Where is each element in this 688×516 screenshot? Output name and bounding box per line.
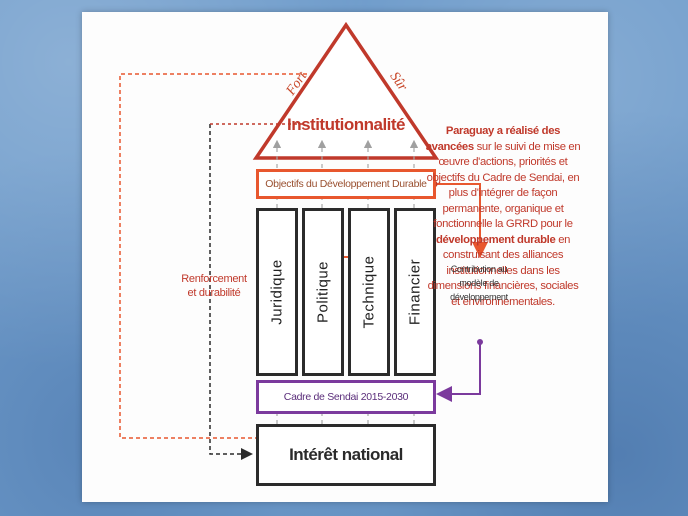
pillar-financier-label: Financier xyxy=(406,258,424,326)
outer-loop-line xyxy=(119,73,307,439)
inner-loop-line xyxy=(209,124,253,460)
reinforcement-line-1: Renforcement xyxy=(181,273,247,285)
contribution-label: Contribution au modèle de développement xyxy=(444,262,514,304)
reinforcement-label: Renforcement et durabilité xyxy=(174,272,254,300)
roof-triangle xyxy=(252,21,440,160)
side-paragraph-dev: développement durable xyxy=(435,233,556,246)
odd-connector-line xyxy=(434,183,488,258)
side-paragraph-part2: en construisant des alliances institutio… xyxy=(427,233,579,308)
foundation-box: Intérêt national xyxy=(256,424,436,486)
pillar-politique: Politique xyxy=(302,208,344,376)
pillar-technique: Technique xyxy=(348,208,390,376)
pillar-politique-label: Politique xyxy=(314,260,332,324)
roof-title: Institutionnalité xyxy=(286,115,406,134)
reinforcement-line-2: et durabilité xyxy=(187,287,241,299)
pillar-financier: Financier xyxy=(394,208,436,376)
sendai-box: Cadre de Sendai 2015-2030 xyxy=(256,380,436,414)
pillar-technique-label: Technique xyxy=(360,255,378,329)
odd-box: Objectifs du Développement Durable xyxy=(256,169,436,199)
contribution-line-2: modèle de xyxy=(459,278,499,288)
slide: Fort Sûr Institutionnalité Objectifs du … xyxy=(82,12,608,502)
pillar-juridique: Juridique xyxy=(256,208,298,376)
side-paragraph-intro: Paraguay a réalisé des avancées xyxy=(425,125,561,153)
contribution-line-1: Contribution au xyxy=(450,264,508,274)
pillar-juridique-label: Juridique xyxy=(268,259,286,325)
side-paragraph: Paraguay a réalisé des avancées sur le s… xyxy=(424,124,582,310)
sendai-connector-line xyxy=(436,342,481,402)
side-paragraph-part1: sur le suivi de mise en œuvre d'actions,… xyxy=(426,140,581,231)
contribution-line-3: développement xyxy=(450,292,508,302)
